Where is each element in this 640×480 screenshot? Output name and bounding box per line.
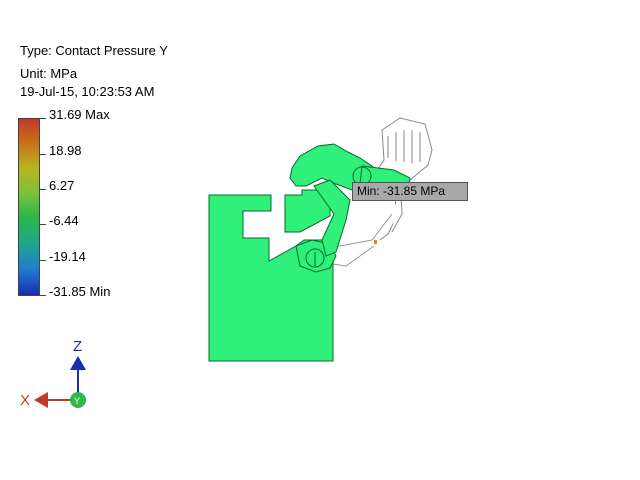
knob-cylinder — [375, 117, 433, 241]
legend-label: -19.14 — [49, 249, 86, 264]
color-legend-bar — [18, 118, 40, 296]
legend-label: -6.44 — [49, 213, 79, 228]
x-axis-label: X — [20, 392, 31, 409]
legend-tick — [40, 189, 46, 190]
legend-tick — [40, 295, 46, 296]
min-probe-label[interactable]: Min: -31.85 MPa — [352, 182, 468, 201]
legend-tick — [40, 118, 46, 119]
unit-label: Unit: MPa — [20, 66, 78, 81]
y-axis-dot — [70, 392, 86, 408]
connecting-link — [313, 179, 351, 257]
base-block — [208, 194, 334, 362]
legend-label: 6.27 — [49, 178, 75, 193]
legend-min-label: -31.85 Min — [49, 284, 111, 299]
legend-tick — [40, 260, 46, 261]
lower-pivot — [305, 248, 325, 268]
svg-text:Y: Y — [74, 396, 80, 406]
z-axis-arrow — [70, 356, 86, 370]
contact-hotspot — [374, 240, 377, 244]
legend-tick — [40, 224, 46, 225]
legend-label: 18.98 — [49, 143, 82, 158]
x-axis-arrow — [34, 392, 48, 408]
legend-max-label: 31.69 Max — [49, 107, 110, 122]
timestamp-label: 19-Jul-15, 10:23:53 AM — [20, 84, 155, 99]
z-axis-label: Z — [73, 338, 83, 355]
result-type-label: Type: Contact Pressure Y — [20, 43, 168, 58]
axis-triad[interactable]: Y — [34, 356, 86, 408]
legend-tick — [40, 154, 46, 155]
